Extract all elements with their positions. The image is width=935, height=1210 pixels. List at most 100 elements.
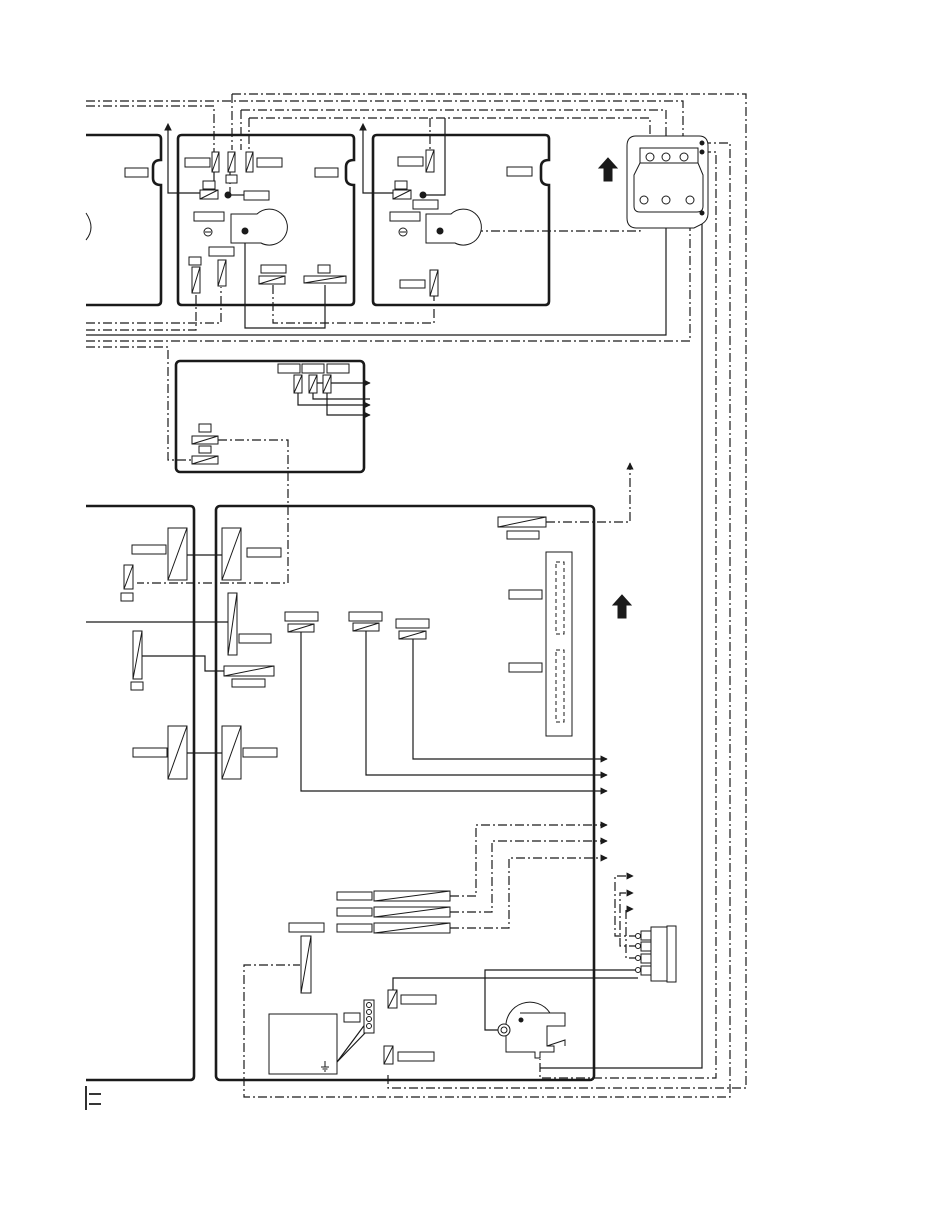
label-box	[394, 180, 408, 190]
label-box	[508, 662, 543, 673]
junction-dot	[241, 227, 249, 235]
bus-dashdot-9	[86, 287, 222, 324]
label-box	[184, 157, 211, 168]
main-wire-g	[336, 1022, 367, 1063]
motor-shaft-icon	[497, 1023, 511, 1037]
label-box	[506, 530, 540, 540]
partial-dial-icon	[85, 212, 92, 241]
tr-wire-1	[362, 130, 393, 194]
tm-wire-1	[167, 130, 200, 194]
label-box	[231, 678, 266, 688]
label-box	[238, 633, 272, 644]
connector-pin	[645, 152, 655, 162]
board-top-middle	[176, 133, 356, 307]
ground-marker-icon	[85, 1086, 101, 1110]
main-wire-h	[336, 1031, 367, 1063]
connector-pin	[661, 195, 671, 205]
label-box	[193, 211, 225, 222]
label-box	[243, 190, 270, 201]
connector-pin	[640, 930, 652, 941]
label-box	[397, 156, 424, 167]
terminal-strip-inner	[555, 649, 565, 723]
jb-wire-4	[326, 393, 371, 419]
label-box	[202, 180, 216, 190]
board-left-lower	[86, 504, 196, 1082]
junction-dot	[699, 210, 705, 216]
board-main	[214, 504, 596, 1082]
label-box	[256, 157, 283, 168]
junction-dot	[699, 140, 705, 146]
connector-pin	[640, 965, 652, 976]
label-box	[120, 592, 134, 602]
label-box	[277, 363, 301, 374]
label-box	[132, 747, 168, 758]
wire-up-arrow	[359, 122, 367, 131]
right-bus-3	[540, 213, 703, 1069]
main-wire-e	[450, 837, 608, 913]
tm-wire-3	[272, 285, 435, 324]
conn-wire-3	[625, 905, 638, 959]
terminal-strip-inner	[555, 561, 565, 635]
right-bus-2	[539, 151, 717, 1079]
main-wire-f	[450, 854, 608, 929]
connector-pin	[679, 152, 689, 162]
label-box	[124, 167, 149, 178]
bus-dashdot-4	[241, 109, 667, 148]
main-wire-b	[365, 630, 608, 779]
terminal-strip	[545, 551, 573, 737]
junction-dot	[224, 191, 232, 199]
main-wire-c	[412, 639, 608, 763]
label-box	[343, 1012, 361, 1023]
board-top-left	[86, 133, 163, 307]
jb-wire-2	[312, 393, 370, 400]
bus-dashdot-10	[86, 293, 197, 331]
knob-icon	[230, 208, 288, 246]
up-arrow-icon	[611, 594, 633, 619]
main-wire-out-1	[546, 462, 634, 523]
motor-switch-body	[505, 1001, 566, 1059]
connector-pin	[366, 1023, 372, 1029]
label-box	[188, 256, 202, 266]
bus-dashdot-12	[86, 346, 192, 461]
conn-wire-5	[392, 977, 638, 992]
bus-dashdot-11	[86, 203, 691, 342]
conn-wire-2	[619, 889, 638, 947]
label-box	[506, 166, 533, 177]
label-box	[246, 547, 282, 558]
connector-pin	[366, 1009, 372, 1015]
label-box	[400, 994, 437, 1005]
ground-symbol-icon	[321, 1061, 329, 1072]
tr-wire-3	[423, 118, 446, 196]
label-box	[314, 167, 339, 178]
connector-pin	[661, 152, 671, 162]
bus-dashdot-5	[249, 117, 651, 148]
label-box	[130, 681, 144, 691]
main-wire-d	[450, 821, 608, 897]
connector-pin	[685, 195, 695, 205]
bus-dashdot-2	[86, 105, 215, 152]
label-box	[301, 363, 325, 374]
connector-pin	[366, 1002, 372, 1008]
main-wire-a	[300, 632, 608, 795]
jb-wire-1	[297, 393, 371, 409]
junction-dot	[419, 191, 427, 199]
label-box	[399, 279, 426, 289]
label-box	[336, 923, 373, 933]
label-box	[336, 891, 373, 901]
connector-pin	[639, 195, 649, 205]
label-box	[198, 445, 212, 454]
knob-icon	[425, 208, 482, 246]
connector-pin	[640, 953, 652, 964]
conn-wire-4	[484, 969, 638, 1031]
wire-up-arrow	[164, 122, 172, 131]
label-box	[326, 363, 350, 374]
label-box	[198, 423, 212, 433]
junction-dot	[436, 227, 444, 235]
label-box	[260, 264, 287, 274]
label-box	[508, 589, 543, 600]
bus-dashdot-3	[232, 93, 747, 1089]
right-bus-1	[243, 142, 731, 1098]
junction-dot	[699, 149, 705, 155]
jb-wire-5	[137, 439, 289, 584]
